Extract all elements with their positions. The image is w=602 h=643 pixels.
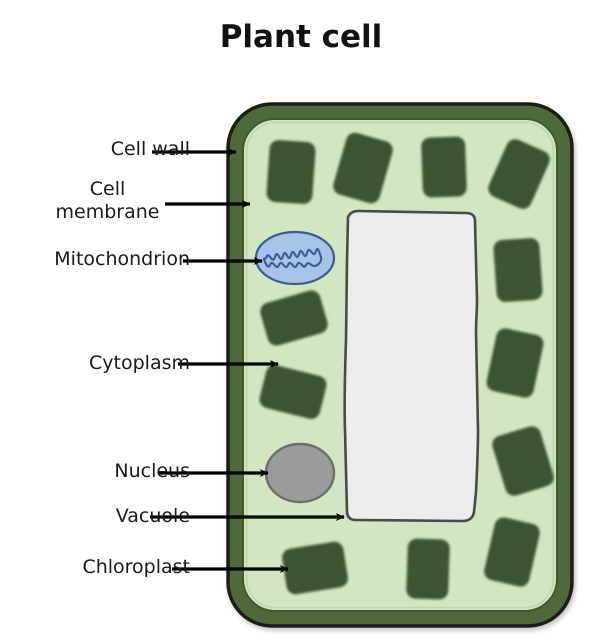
mitochondrion-shape <box>254 230 336 286</box>
page-title: Plant cell <box>219 19 383 55</box>
label-cell-wall: Cell wall <box>110 138 190 160</box>
label-mitochondrion: Mitochondrion <box>54 248 190 270</box>
nucleus-shape <box>264 442 336 504</box>
vacuole-shape <box>343 209 480 523</box>
label-arrows <box>150 148 345 573</box>
label-cell-membrane: Cell membrane <box>55 178 160 223</box>
chloroplast-group <box>259 132 554 600</box>
label-vacuole: Vacuole <box>115 505 190 527</box>
label-cytoplasm: Cytoplasm <box>89 352 190 374</box>
label-chloroplast: Chloroplast <box>82 556 190 578</box>
label-nucleus: Nucleus <box>114 460 190 482</box>
